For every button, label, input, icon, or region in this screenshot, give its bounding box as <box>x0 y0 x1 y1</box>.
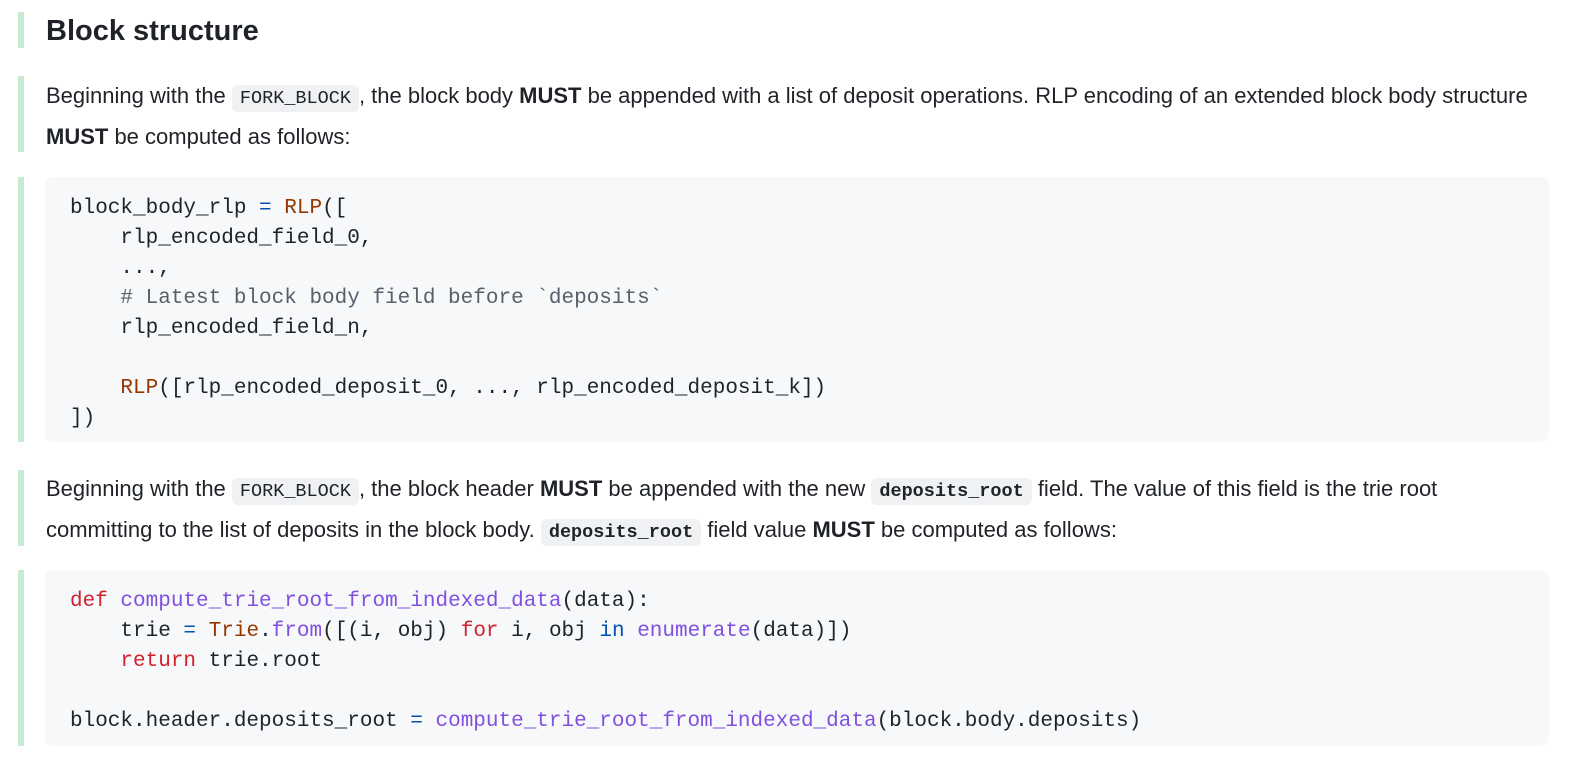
text-run: be appended with the new <box>602 476 872 501</box>
section-heading: Block structure <box>46 15 259 47</box>
code-token: (data)]) <box>750 620 852 643</box>
code-token <box>108 590 121 613</box>
code-line <box>70 677 1524 707</box>
text-run: Beginning with the <box>46 476 232 501</box>
code-token <box>423 710 436 733</box>
blockquote-bar-code-1 <box>18 177 24 442</box>
code-token: compute_trie_root_from_indexed_data <box>435 710 877 733</box>
code-line: block_body_rlp = RLP([ <box>70 194 1524 224</box>
text-run: , the block body <box>358 83 520 108</box>
code-line: def compute_trie_root_from_indexed_data(… <box>70 587 1524 617</box>
code-token: RLP <box>120 377 159 400</box>
code-line: ..., <box>70 254 1524 284</box>
code-token: rlp_encoded_field_0, <box>70 227 373 250</box>
code-line: rlp_encoded_field_0, <box>70 224 1524 254</box>
code-token: ..., <box>70 257 171 280</box>
text-run: be computed as follows: <box>108 124 351 149</box>
code-token: in <box>599 620 625 643</box>
code-token: Trie <box>208 620 260 643</box>
code-block-deposits-root: def compute_trie_root_from_indexed_data(… <box>45 570 1549 746</box>
code-token: (data): <box>561 590 650 613</box>
text-run: field value <box>701 517 813 542</box>
text-run: be appended with a list of deposit opera… <box>581 83 1528 108</box>
code-line: # Latest block body field before `deposi… <box>70 284 1524 314</box>
code-token <box>625 620 638 643</box>
code-token: rlp_encoded_field_n, <box>70 317 373 340</box>
code-token: # Latest block body field before `deposi… <box>70 287 663 310</box>
inline-code: FORK_BLOCK <box>231 85 359 112</box>
code-token: compute_trie_root_from_indexed_data <box>120 590 562 613</box>
code-token: (block.body.deposits) <box>876 710 1142 733</box>
code-token <box>196 620 209 643</box>
code-token: RLP <box>284 197 323 220</box>
emphasis-keyword: MUST <box>519 83 582 108</box>
paragraph-block-body: Beginning with the FORK_BLOCK, the block… <box>46 77 1546 156</box>
code-token: ([ <box>322 197 348 220</box>
code-token: ]) <box>70 407 96 430</box>
text-run: Beginning with the <box>46 83 232 108</box>
code-token <box>70 377 120 400</box>
code-block-block-body-rlp: block_body_rlp = RLP([ rlp_encoded_field… <box>45 177 1549 442</box>
code-line <box>70 344 1524 374</box>
code-token: = <box>183 620 197 643</box>
code-token: def <box>70 590 108 613</box>
text-run: be computed as follows: <box>874 517 1117 542</box>
code-token: block_body_rlp <box>70 197 260 220</box>
code-token: trie <box>70 620 184 643</box>
code-token: = <box>410 710 423 733</box>
code-token: = <box>259 197 272 220</box>
inline-code: deposits_root <box>540 519 702 546</box>
code-token: for <box>460 620 499 643</box>
blockquote-bar-code-2 <box>18 570 24 746</box>
emphasis-keyword: MUST <box>812 517 875 542</box>
inline-code: deposits_root <box>871 478 1032 505</box>
code-line: block.header.deposits_root = compute_tri… <box>70 707 1524 737</box>
code-token: trie.root <box>196 650 323 673</box>
text-run: field. The value of this field is the tr… <box>46 476 1438 542</box>
paragraph-block-header: Beginning with the FORK_BLOCK, the block… <box>46 470 1546 552</box>
blockquote-bar-paragraph-1 <box>18 76 24 152</box>
inline-code: FORK_BLOCK <box>231 478 359 505</box>
emphasis-keyword: MUST <box>46 124 109 149</box>
code-token <box>272 197 285 220</box>
code-line: trie = Trie.from([(i, obj) for i, obj in… <box>70 617 1524 647</box>
code-token: enumerate <box>637 620 751 643</box>
code-token: . <box>259 620 272 643</box>
code-line: ]) <box>70 404 1524 434</box>
emphasis-keyword: MUST <box>539 476 603 501</box>
code-line: rlp_encoded_field_n, <box>70 314 1524 344</box>
blockquote-bar-paragraph-2 <box>18 470 24 546</box>
code-line: return trie.root <box>70 647 1524 677</box>
code-token: ([rlp_encoded_deposit_0, ..., rlp_encode… <box>158 377 827 400</box>
code-token <box>70 650 120 673</box>
code-token: ([(i, obj) <box>322 620 461 643</box>
text-run: , the block header <box>358 476 540 501</box>
blockquote-bar-heading <box>18 12 24 48</box>
code-token: block.header.deposits_root <box>70 710 411 733</box>
code-token: from <box>271 620 323 643</box>
code-line: RLP([rlp_encoded_deposit_0, ..., rlp_enc… <box>70 374 1524 404</box>
code-token: return <box>120 650 197 673</box>
code-token: i, obj <box>498 620 600 643</box>
